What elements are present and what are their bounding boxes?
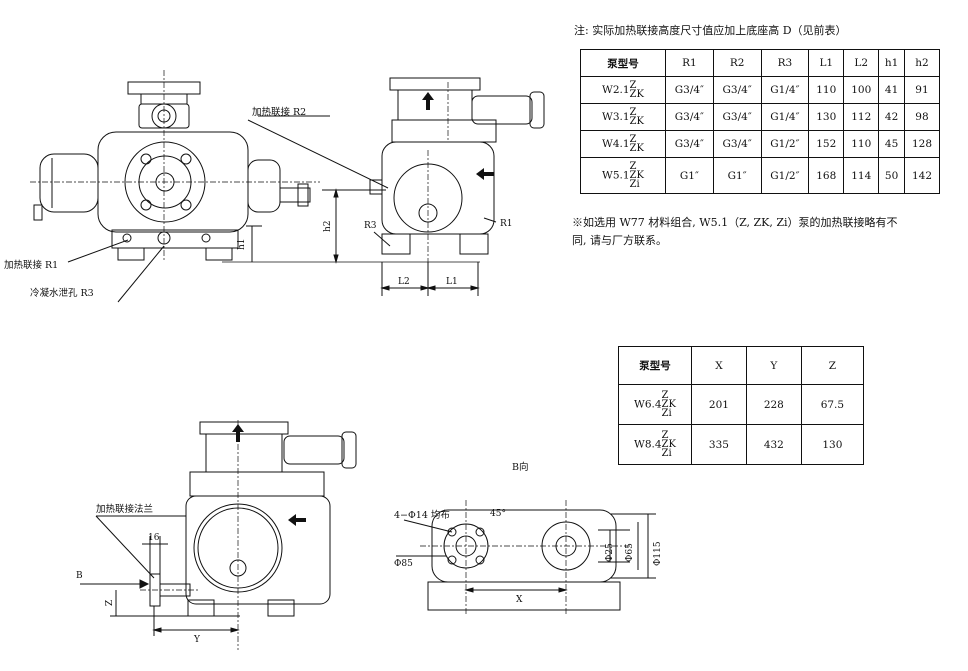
- bottom-note-line2: 同, 请与厂方联系。: [572, 234, 667, 247]
- cell-y: 228: [745, 384, 802, 425]
- cell-h1: 42: [878, 103, 905, 131]
- cell-l1: 168: [808, 157, 845, 194]
- cell-r3: G1/2″: [760, 157, 810, 194]
- cell-l2: 100: [843, 76, 880, 104]
- table1-header-h1: h1: [878, 49, 905, 77]
- cell-r1: G3/4″: [665, 76, 714, 104]
- cell-z: 130: [800, 424, 865, 465]
- label-b-view: B向: [512, 461, 528, 473]
- cell-r2: G1″: [712, 157, 762, 194]
- cell-r1: G3/4″: [665, 130, 714, 158]
- cell-h2: 128: [903, 130, 941, 158]
- cell-h1: 45: [878, 130, 905, 158]
- cell-r2: G3/4″: [712, 103, 762, 131]
- cell-r3: G1/4″: [760, 76, 810, 104]
- label-heating-r2: 加热联接 R2: [252, 106, 306, 118]
- model-name: W3.1: [602, 111, 630, 123]
- cell-x: 201: [691, 384, 747, 425]
- label-dim-y: Y: [193, 635, 201, 645]
- cell-h2: 91: [903, 76, 941, 104]
- label-b-arrow: B: [76, 571, 83, 581]
- label-l1: L1: [446, 277, 458, 287]
- cell-x: 335: [691, 424, 747, 465]
- pump-front-view: [30, 70, 389, 303]
- cell-l2: 114: [843, 157, 880, 194]
- label-heating-r1: 加热联接 R1: [4, 259, 58, 271]
- cell-r2: G3/4″: [712, 130, 762, 158]
- label-holes: 4−Φ14 均布: [394, 509, 450, 521]
- cell-r3: G1/4″: [760, 103, 810, 131]
- cell-l2: 112: [843, 103, 880, 131]
- label-phi85: Φ85: [394, 559, 413, 569]
- label-r1: R1: [500, 219, 513, 229]
- b-view-drawing: [396, 500, 656, 616]
- cell-l1: 110: [808, 76, 845, 104]
- table1-header-model: 泵型号: [580, 49, 666, 77]
- top-note: 注: 实际加热联接高度尺寸值应加上底座高 D（见前表）: [574, 24, 847, 37]
- cell-r1: G1″: [665, 157, 714, 194]
- cell-l1: 152: [808, 130, 845, 158]
- table1-header-r2: R2: [712, 49, 762, 77]
- cell-h1: 41: [878, 76, 905, 104]
- model-name: W5.1: [602, 169, 630, 182]
- model-name: W4.1: [602, 138, 630, 150]
- pump-large-side-view: [80, 420, 357, 650]
- cell-r1: G3/4″: [665, 103, 714, 131]
- table2-header-y: Y: [745, 346, 802, 385]
- label-phi65: Φ65: [625, 543, 635, 562]
- label-h2: h2: [323, 220, 333, 232]
- cell-r2: G3/4″: [712, 76, 762, 104]
- label-dim-16: 16: [148, 533, 160, 543]
- table2-header-x: X: [691, 346, 747, 385]
- pump-side-view: [369, 77, 545, 296]
- height-dimensions: [222, 188, 480, 264]
- table1-header-h2: h2: [903, 49, 941, 77]
- cell-h2: 98: [903, 103, 941, 131]
- label-phi25: Φ25: [605, 543, 615, 562]
- cell-r3: G1/2″: [760, 130, 810, 158]
- label-dim-x: X: [516, 595, 523, 605]
- model-name: W8.4: [634, 438, 662, 451]
- cell-h1: 50: [878, 157, 905, 194]
- label-angle: 45°: [490, 509, 506, 519]
- cell-z: 67.5: [800, 384, 865, 425]
- cell-y: 432: [745, 424, 802, 465]
- label-flange: 加热联接法兰: [96, 503, 153, 515]
- bottom-note-line1: ※如选用 W77 材料组合, W5.1（Z, ZK, Zi）泵的加热联接略有不: [572, 216, 898, 229]
- table2-header-model: 泵型号: [618, 346, 692, 385]
- model-name: W2.1: [602, 84, 630, 96]
- table1-header-r3: R3: [760, 49, 810, 77]
- table1-header-r1: R1: [665, 49, 714, 77]
- label-r3: R3: [364, 221, 377, 231]
- label-drain-r3: 冷凝水泄孔 R3: [30, 287, 94, 299]
- model-name: W6.4: [634, 398, 662, 411]
- label-l2: L2: [398, 277, 410, 287]
- label-dim-z: Z: [105, 600, 115, 606]
- label-phi115: Φ115: [653, 541, 663, 566]
- cell-l2: 110: [843, 130, 880, 158]
- table2-header-z: Z: [800, 346, 865, 385]
- cell-l1: 130: [808, 103, 845, 131]
- table1-header-l1: L1: [808, 49, 845, 77]
- table1-header-l2: L2: [843, 49, 880, 77]
- label-h1: h1: [237, 238, 247, 250]
- cell-h2: 142: [903, 157, 941, 194]
